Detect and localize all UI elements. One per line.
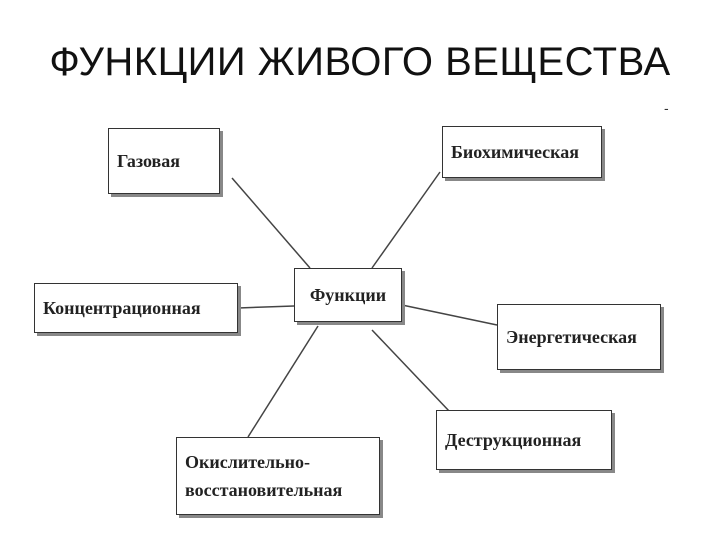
node-center: Функции xyxy=(294,268,402,322)
edge-destruct xyxy=(371,329,451,413)
node-center-label: Функции xyxy=(309,284,387,305)
node-energy-label: Энергетическая xyxy=(506,326,637,347)
node-biochem: Биохимическая xyxy=(442,126,602,178)
edge-gas xyxy=(231,177,311,269)
edge-redox xyxy=(247,325,319,438)
node-gas-label: Газовая xyxy=(117,150,181,171)
node-biochem-label: Биохимическая xyxy=(451,141,580,162)
slide-title: ФУНКЦИИ ЖИВОГО ВЕЩЕСТВА xyxy=(49,40,671,84)
corner-mark: - xyxy=(664,100,669,116)
node-energy: Энергетическая xyxy=(497,304,661,370)
edge-energy xyxy=(401,304,498,326)
node-gas: Газовая xyxy=(108,128,220,194)
node-destruct-label: Деструкционная xyxy=(445,429,582,450)
node-redox-label-line2: восстановительная xyxy=(185,480,343,500)
edge-biochem xyxy=(371,171,441,269)
edge-concentr xyxy=(237,305,295,309)
node-concentr-label: Концентрационная xyxy=(43,297,201,318)
node-redox: Окислительно- восстановительная xyxy=(176,437,380,515)
node-concentr: Концентрационная xyxy=(34,283,238,333)
node-destruct: Деструкционная xyxy=(436,410,612,470)
node-redox-label-line1: Окислительно- xyxy=(185,452,311,472)
